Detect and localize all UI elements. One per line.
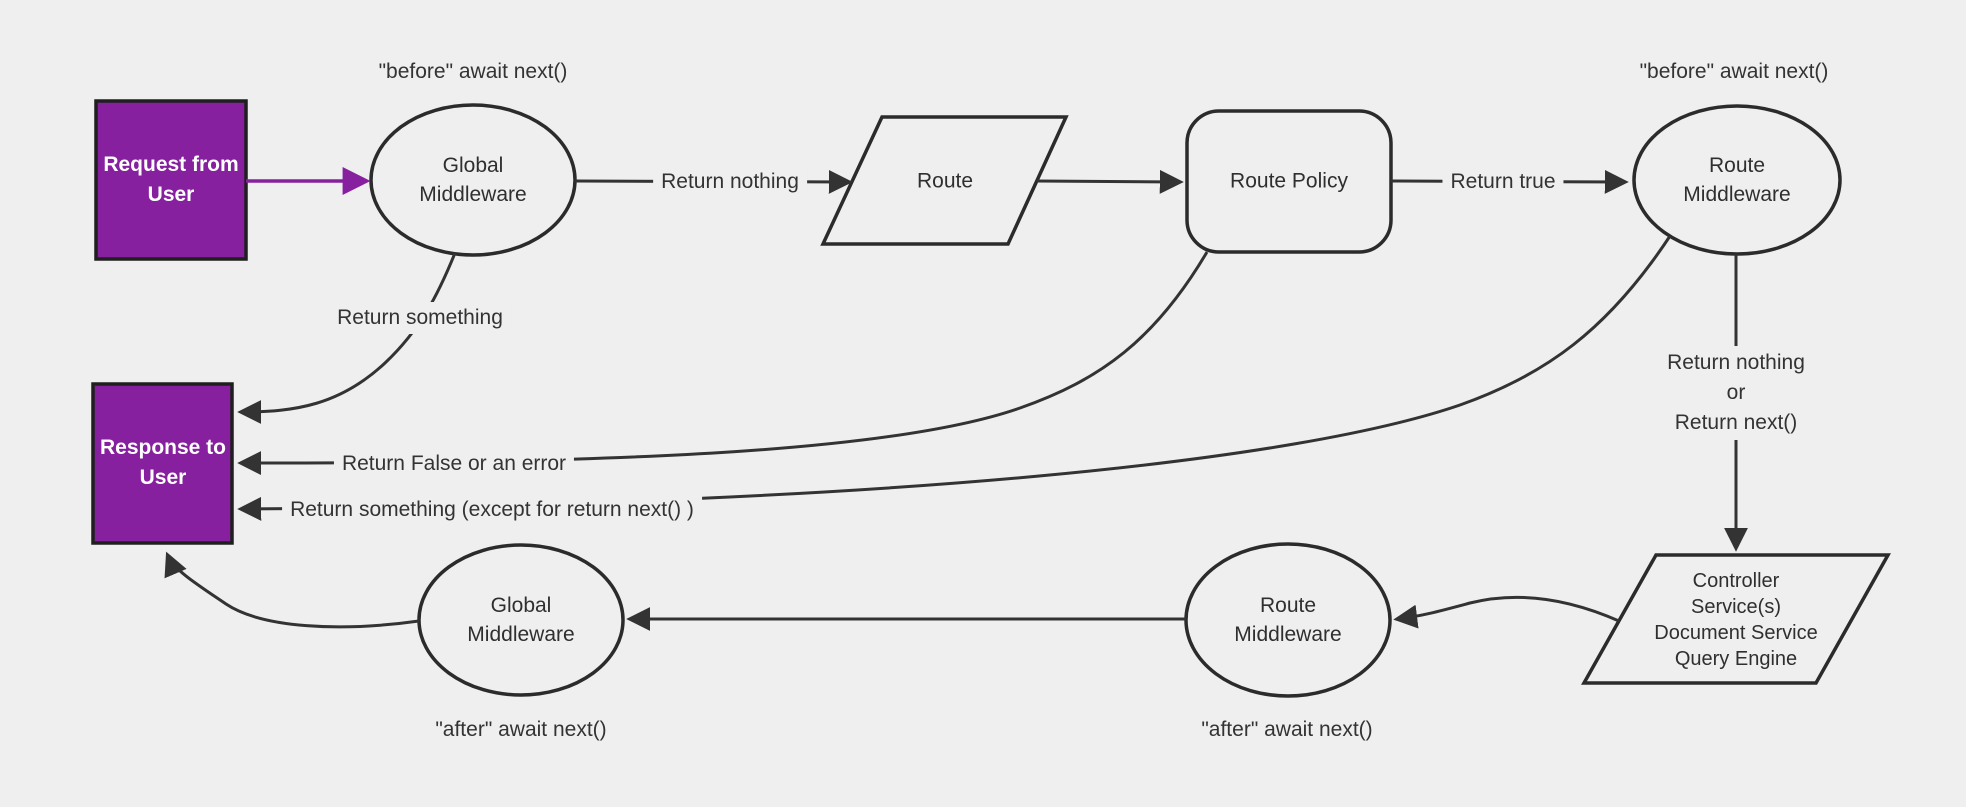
global-middleware-top-node <box>369 103 577 257</box>
edge-controller-to-route-middleware-bottom <box>1393 595 1620 629</box>
edge-route-policy-return-false-to-response <box>237 251 1209 476</box>
route-middleware-top-node <box>1632 104 1842 256</box>
request-from-user-node <box>94 99 248 261</box>
edge-global-middleware-bottom-to-response <box>164 551 420 629</box>
edge-route-policy-to-route-middleware <box>1390 169 1629 194</box>
edge-global-middleware-return-something-to-response <box>237 252 457 424</box>
route-node <box>820 115 1069 246</box>
global-middleware-bottom-node <box>417 543 625 697</box>
edge-global-middleware-to-route <box>574 169 853 194</box>
response-to-user-node <box>91 382 234 545</box>
controller-services-node <box>1581 553 1891 685</box>
route-policy-node <box>1185 109 1393 254</box>
edge-route-to-route-policy <box>1036 169 1184 194</box>
route-middleware-bottom-node <box>1184 542 1392 698</box>
edge-route-middleware-return-something-to-response <box>237 235 1672 521</box>
